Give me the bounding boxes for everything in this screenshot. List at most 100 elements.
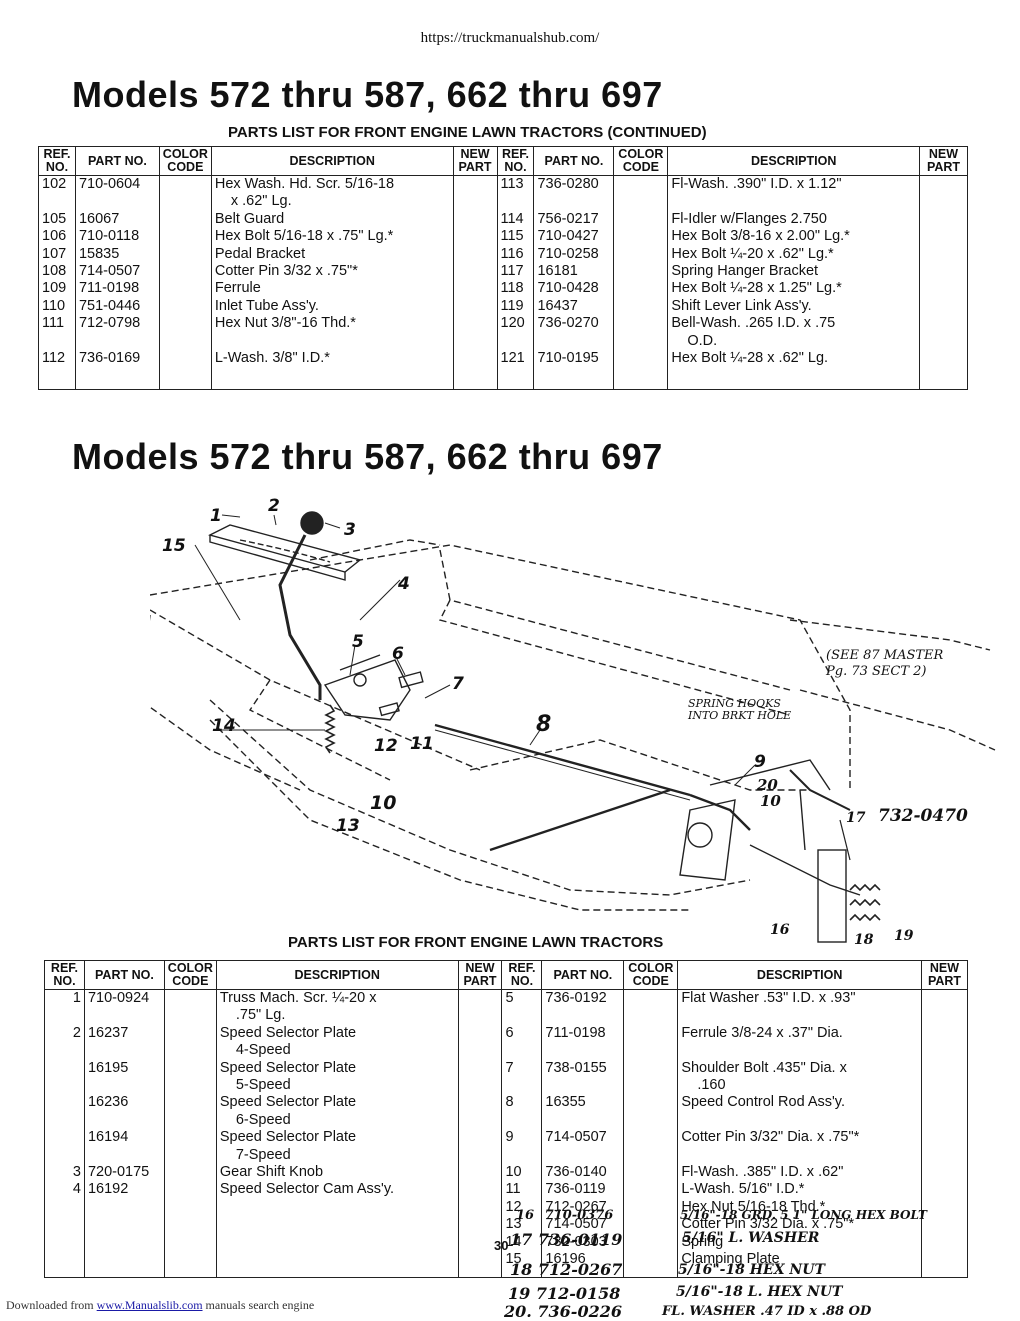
cell-desc: Cotter Pin 3/32" Dia. x .75"*: [677, 1129, 922, 1165]
cell-color: [158, 245, 212, 264]
note-spring-hooks: SPRING HOOKS INTO BRKT HOLE: [688, 697, 792, 722]
hand-row16-ref: 16: [516, 1208, 535, 1223]
desc-line-2: 4-Speed: [235, 1042, 291, 1059]
cell-ref: 1: [44, 989, 85, 1025]
cell-ref: 7: [501, 1059, 543, 1095]
cell-ref: 112: [38, 350, 76, 368]
cell-new: [918, 245, 969, 264]
col-part: PART NO.: [533, 146, 615, 176]
cell-color: [163, 989, 217, 1025]
callout-10: 10: [370, 792, 397, 814]
cell-empty: [613, 367, 669, 390]
cell-ref: 11: [501, 1181, 543, 1199]
cell-color: [613, 245, 669, 264]
cell-part: 736-0140: [541, 1164, 625, 1182]
cell-color: [158, 350, 212, 368]
cell-ref: 12: [501, 1198, 543, 1217]
desc-line: Pedal Bracket: [214, 245, 306, 262]
cell-color: [613, 315, 669, 351]
cell-desc: Hex Nut 3/8"-16 Thd.*: [210, 315, 454, 351]
note-see-master: (SEE 87 MASTER Pg. 73 SECT 2): [826, 648, 944, 679]
col-desc: DESCRIPTION: [210, 146, 454, 176]
cell-color: [613, 297, 669, 316]
cell-desc: Clamping Plate: [677, 1251, 922, 1269]
footer: Downloaded from www.Manualslib.com manua…: [6, 1298, 314, 1313]
desc-line-2: O.D.: [687, 332, 718, 349]
table-header: REF. NO. PART NO. COLOR CODE DESCRIPTION…: [44, 960, 969, 990]
cell-desc: Speed Selector Cam Ass'y.: [215, 1181, 459, 1199]
callout-13: 13: [336, 816, 360, 836]
cell-new: [920, 1059, 969, 1095]
desc-line: Spring Hanger Bracket: [671, 263, 819, 280]
selector-plate-shape: [208, 524, 362, 573]
callout-3: 3: [344, 520, 356, 540]
cell-empty: [44, 1251, 85, 1269]
cell-desc: Hex Nut 5/16-18 Thd.*: [677, 1198, 922, 1217]
cell-new: [452, 245, 498, 264]
cell-desc: Cotter Pin 3/32 Dia. x .75"*: [677, 1216, 922, 1234]
cell-color: [623, 1164, 679, 1182]
cell-ref: 115: [496, 228, 535, 246]
cell-part: 732-0303: [541, 1233, 625, 1252]
desc-line: Cotter Pin 3/32" Dia. x .75"*: [681, 1129, 860, 1146]
col-desc: DESCRIPTION: [667, 146, 920, 176]
cell-ref: 10: [501, 1164, 543, 1182]
cell-new: [920, 1216, 969, 1234]
cell-empty: [457, 1268, 503, 1277]
cell-color: [158, 280, 212, 298]
desc-line: Speed Selector Plate: [219, 1094, 357, 1111]
hand-line18-desc: 5/16"-18 HEX NUT: [678, 1262, 825, 1278]
cell-part: 710-0427: [533, 228, 615, 246]
desc-line: Hex Bolt ¼-28 x 1.25" Lg.*: [671, 280, 842, 297]
desc-line: Belt Guard: [214, 210, 285, 227]
cell-desc: Hex Bolt ¼-28 x .62" Lg.: [667, 350, 920, 368]
callout-8: 8: [536, 712, 552, 737]
cell-part: 720-0175: [83, 1164, 165, 1182]
cell-part: 738-0155: [541, 1059, 625, 1095]
cell-desc: Shoulder Bolt .435" Dia. x.160: [677, 1059, 922, 1095]
footer-link[interactable]: www.Manualslib.com: [96, 1298, 203, 1312]
col-desc: DESCRIPTION: [677, 960, 922, 990]
section1-title: Models 572 thru 587, 662 thru 697: [72, 74, 663, 115]
cell-part: 710-0118: [74, 228, 160, 246]
cell-part: 736-0280: [533, 175, 615, 211]
cell-empty: [44, 1216, 85, 1234]
hand-line20-desc: FL. WASHER .47 ID x .88 OD: [662, 1304, 872, 1319]
cell-ref: 3: [44, 1164, 85, 1182]
desc-line-2: x .62" Lg.: [230, 193, 292, 210]
cell-part: 711-0198: [541, 1024, 625, 1060]
cell-part: 16194: [83, 1129, 165, 1165]
cell-desc: Fl-Wash. .390" I.D. x 1.12": [667, 175, 920, 211]
cell-color: [163, 1024, 217, 1060]
cell-empty: [74, 367, 160, 390]
desc-line: Gear Shift Knob: [219, 1164, 324, 1181]
cell-new: [452, 228, 498, 246]
cell-part: 736-0192: [541, 989, 625, 1025]
parts-table-main: REF. NO. PART NO. COLOR CODE DESCRIPTION…: [44, 960, 969, 1278]
cell-color: [158, 175, 212, 211]
cell-desc: Flat Washer .53" I.D. x .93": [677, 989, 922, 1025]
cell-color: [613, 263, 669, 281]
cell-new: [452, 280, 498, 298]
cell-desc: Belt Guard: [210, 210, 454, 229]
desc-line: Speed Selector Plate: [219, 1129, 357, 1146]
hand-line20: 20. 736-0226: [504, 1302, 622, 1321]
cell-ref: 117: [496, 263, 535, 281]
cell-color: [613, 280, 669, 298]
cell-color: [623, 1059, 679, 1095]
parts-table-continued: REF. NO. PART NO. COLOR CODE DESCRIPTION…: [38, 146, 969, 391]
cell-empty: [215, 1216, 459, 1234]
col-part: PART NO.: [83, 960, 165, 990]
callout-15: 15: [162, 536, 186, 556]
cell-desc: L-Wash. 3/8" I.D.*: [210, 350, 454, 368]
cell-ref: 9: [501, 1129, 543, 1165]
col-desc: DESCRIPTION: [215, 960, 459, 990]
header-url[interactable]: https://truckmanualshub.com/: [420, 30, 600, 46]
cell-part: 710-0195: [533, 350, 615, 368]
